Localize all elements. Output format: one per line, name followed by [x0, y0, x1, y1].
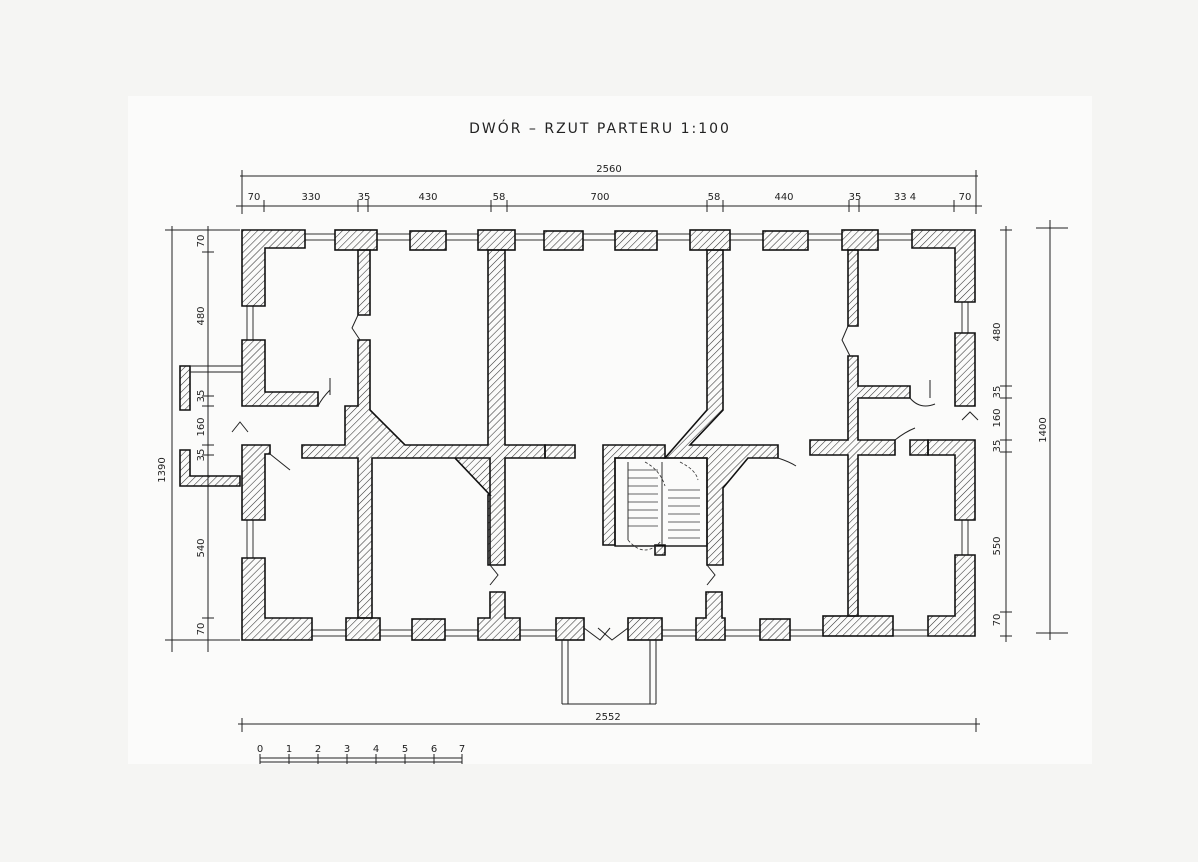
dim-left-0: 70 [196, 235, 207, 248]
dim-top-0: 70 [248, 192, 261, 203]
dim-left-total: 1390 [157, 457, 168, 482]
walls [241, 229, 976, 641]
dim-bottom-total: 2552 [595, 712, 620, 723]
dim-top-6: 58 [708, 192, 721, 203]
scale-label-4: 4 [373, 744, 379, 755]
right-dimensions: 1400 480 35 160 35 550 70 [992, 220, 1068, 642]
staircase [614, 457, 708, 551]
top-dimensions: 2560 70 330 35 430 58 700 58 440 3 [236, 164, 982, 214]
dim-top-9: 33 4 [894, 192, 916, 203]
dim-left-2: 35 [196, 390, 207, 403]
dim-top-4: 58 [493, 192, 506, 203]
dim-left-3: 160 [196, 417, 207, 436]
scale-label-3: 3 [344, 744, 350, 755]
drawing-title: DWÓR – RZUT PARTERU 1:100 [469, 121, 731, 137]
dim-top-5: 700 [590, 192, 609, 203]
entrance-porch [561, 640, 657, 705]
dim-right-5: 70 [992, 614, 1003, 627]
scale-label-1: 1 [286, 744, 292, 755]
scale-label-7: 7 [459, 744, 465, 755]
left-annex [179, 365, 242, 487]
dim-top-8: 35 [849, 192, 862, 203]
dim-top-7: 440 [774, 192, 793, 203]
paper-background [128, 96, 1092, 764]
scale-label-5: 5 [402, 744, 408, 755]
dim-right-total: 1400 [1038, 417, 1049, 442]
dim-left-6: 70 [196, 623, 207, 636]
scale-label-0: 0 [257, 744, 263, 755]
dim-right-0: 480 [992, 322, 1003, 341]
dim-top-2: 35 [358, 192, 371, 203]
dim-left-5: 540 [196, 538, 207, 557]
window-openings [246, 233, 969, 637]
door-swings [231, 314, 979, 641]
dim-right-3: 35 [992, 440, 1003, 453]
scale-bar: 0 1 2 3 4 5 6 7 [257, 744, 465, 764]
scale-label-6: 6 [431, 744, 437, 755]
bottom-dimension: 2552 [238, 712, 980, 732]
dim-top-total: 2560 [596, 164, 621, 175]
scale-label-2: 2 [315, 744, 321, 755]
dim-right-1: 35 [992, 386, 1003, 399]
dim-top-1: 330 [301, 192, 320, 203]
dim-right-4: 550 [992, 536, 1003, 555]
dim-top-3: 430 [418, 192, 437, 203]
dim-left-4: 35 [196, 449, 207, 462]
dim-top-10: 70 [959, 192, 972, 203]
dim-left-1: 480 [196, 306, 207, 325]
dim-right-2: 160 [992, 408, 1003, 427]
left-dimensions: 1390 70 480 35 160 35 540 70 [157, 226, 240, 652]
